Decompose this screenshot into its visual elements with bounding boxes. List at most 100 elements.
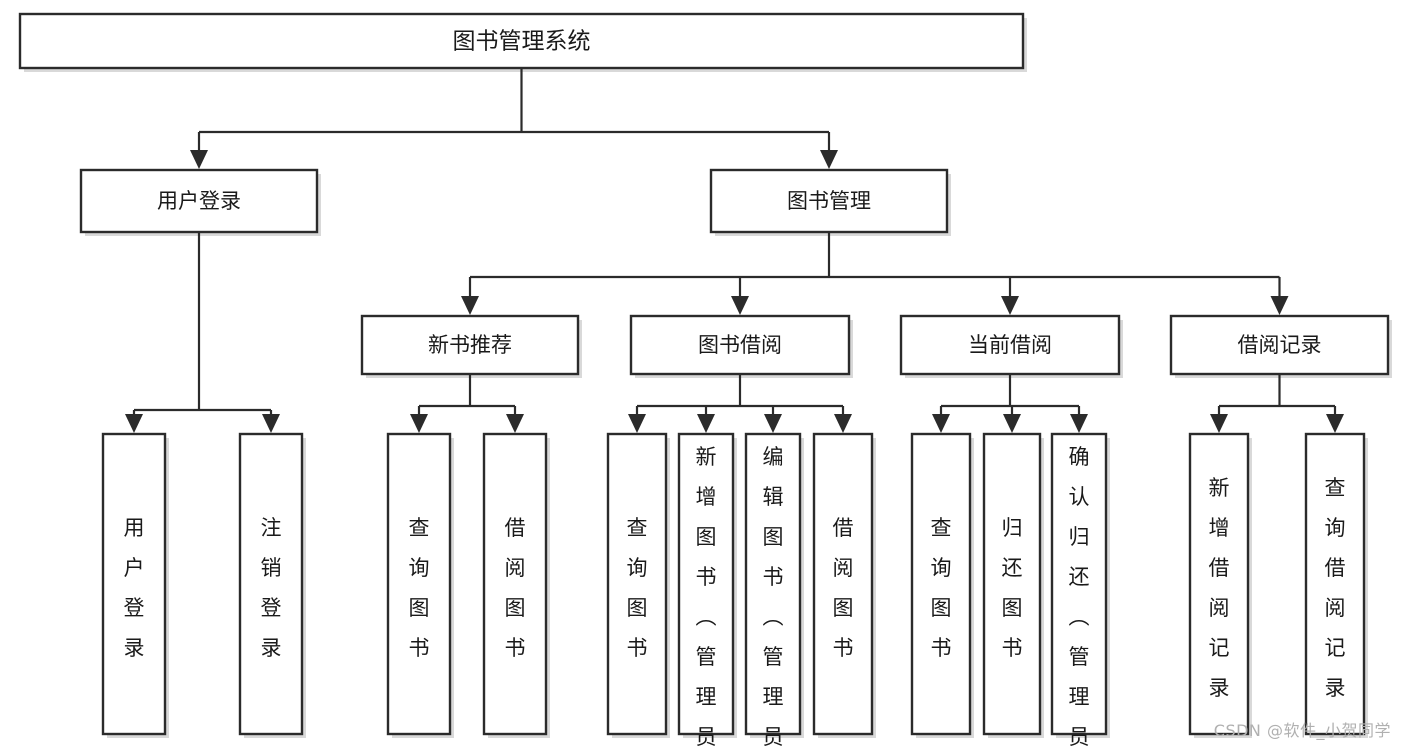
svg-text:编: 编: [763, 445, 784, 469]
svg-text:记: 记: [1325, 636, 1346, 660]
node-box-layer: [18, 12, 1390, 736]
svg-text:确: 确: [1069, 445, 1090, 469]
svg-text:阅: 阅: [505, 556, 526, 580]
svg-text:阅: 阅: [1209, 596, 1230, 620]
svg-text:登: 登: [124, 596, 145, 620]
arrow-head-icon: [125, 414, 143, 433]
node-box-leaf-confirm-return[interactable]: [1050, 432, 1108, 736]
node-box-leaf-query-record[interactable]: [1304, 432, 1366, 736]
svg-text:员: 员: [696, 725, 717, 747]
node-label-book-borrow: 图书借阅: [698, 333, 782, 357]
arrow-head-icon: [461, 296, 479, 315]
svg-text:新: 新: [1209, 476, 1230, 500]
svg-text:录: 录: [1209, 676, 1230, 700]
node-box-book-borrow[interactable]: [629, 314, 851, 376]
node-box-leaf-borrow-book-1[interactable]: [482, 432, 548, 736]
svg-text:员: 员: [1069, 725, 1090, 747]
svg-text:户: 户: [124, 556, 145, 580]
arrow-head-icon: [628, 414, 646, 433]
svg-text:增: 增: [1209, 516, 1230, 540]
svg-text:查: 查: [1325, 476, 1346, 500]
svg-text:书: 书: [409, 636, 430, 660]
node-box-user-login[interactable]: [79, 168, 319, 234]
svg-text:理: 理: [696, 685, 717, 709]
svg-text:借: 借: [505, 516, 526, 540]
svg-text:阅: 阅: [833, 556, 854, 580]
svg-text:询: 询: [627, 556, 648, 580]
svg-text:销: 销: [261, 556, 282, 580]
svg-text:书: 书: [931, 636, 952, 660]
arrow-head-icon: [764, 414, 782, 433]
svg-text:图: 图: [931, 596, 952, 620]
node-box-borrow-record[interactable]: [1169, 314, 1390, 376]
svg-text:书: 书: [627, 636, 648, 660]
svg-text:理: 理: [763, 685, 784, 709]
arrow-head-icon: [1001, 296, 1019, 315]
arrow-head-icon: [1210, 414, 1228, 433]
arrow-head-icon: [932, 414, 950, 433]
svg-text:查: 查: [409, 516, 430, 540]
node-box-leaf-query-book-1[interactable]: [386, 432, 452, 736]
arrow-head-icon: [1070, 414, 1088, 433]
node-label-new-book-rec: 新书推荐: [428, 333, 512, 357]
watermark-text: CSDN @软件_小贺同学: [1213, 721, 1391, 740]
node-box-leaf-return-book[interactable]: [982, 432, 1042, 736]
svg-text:借: 借: [833, 516, 854, 540]
svg-text:图: 图: [627, 596, 648, 620]
svg-text:增: 增: [696, 485, 717, 509]
node-box-leaf-edit-book[interactable]: [744, 432, 802, 736]
svg-text:管: 管: [696, 645, 717, 669]
node-box-book-manage[interactable]: [709, 168, 949, 234]
svg-text:︵: ︵: [763, 605, 784, 629]
svg-text:记: 记: [1209, 636, 1230, 660]
svg-text:员: 员: [763, 725, 784, 747]
node-label-root: 图书管理系统: [453, 29, 591, 55]
node-box-leaf-user-login[interactable]: [101, 432, 167, 736]
node-label-user-login: 用户登录: [157, 189, 241, 213]
svg-text:登: 登: [261, 596, 282, 620]
arrow-head-icon: [697, 414, 715, 433]
node-box-leaf-add-book[interactable]: [677, 432, 735, 736]
svg-text:注: 注: [261, 516, 282, 540]
svg-text:图: 图: [833, 596, 854, 620]
svg-text:录: 录: [261, 636, 282, 660]
svg-text:归: 归: [1069, 525, 1090, 549]
svg-text:︵: ︵: [1069, 605, 1090, 629]
svg-text:理: 理: [1069, 685, 1090, 709]
svg-text:归: 归: [1002, 516, 1023, 540]
node-box-leaf-borrow-book-2[interactable]: [812, 432, 874, 736]
arrow-head-icon: [262, 414, 280, 433]
svg-text:图: 图: [1002, 596, 1023, 620]
arrow-head-icon: [190, 150, 208, 169]
svg-text:还: 还: [1069, 565, 1090, 589]
node-box-current-borrow[interactable]: [899, 314, 1121, 376]
node-box-root[interactable]: [18, 12, 1025, 70]
arrow-head-icon: [731, 296, 749, 315]
svg-text:图: 图: [696, 525, 717, 549]
svg-text:图: 图: [505, 596, 526, 620]
node-box-leaf-add-record[interactable]: [1188, 432, 1250, 736]
svg-text:新: 新: [696, 445, 717, 469]
svg-text:用: 用: [124, 516, 145, 540]
svg-text:询: 询: [409, 556, 430, 580]
node-box-leaf-query-book-2[interactable]: [606, 432, 668, 736]
node-box-leaf-query-book-3[interactable]: [910, 432, 972, 736]
node-box-leaf-logout[interactable]: [238, 432, 304, 736]
node-box-new-book-rec[interactable]: [360, 314, 580, 376]
arrow-head-icon: [820, 150, 838, 169]
arrow-head-icon: [834, 414, 852, 433]
svg-text:书: 书: [1002, 636, 1023, 660]
svg-text:录: 录: [1325, 676, 1346, 700]
svg-text:查: 查: [627, 516, 648, 540]
node-label-layer: 图书管理系统用户登录图书管理新书推荐图书借阅当前借阅借阅记录用户登录注销登录查询…: [124, 29, 1346, 747]
svg-text:询: 询: [931, 556, 952, 580]
